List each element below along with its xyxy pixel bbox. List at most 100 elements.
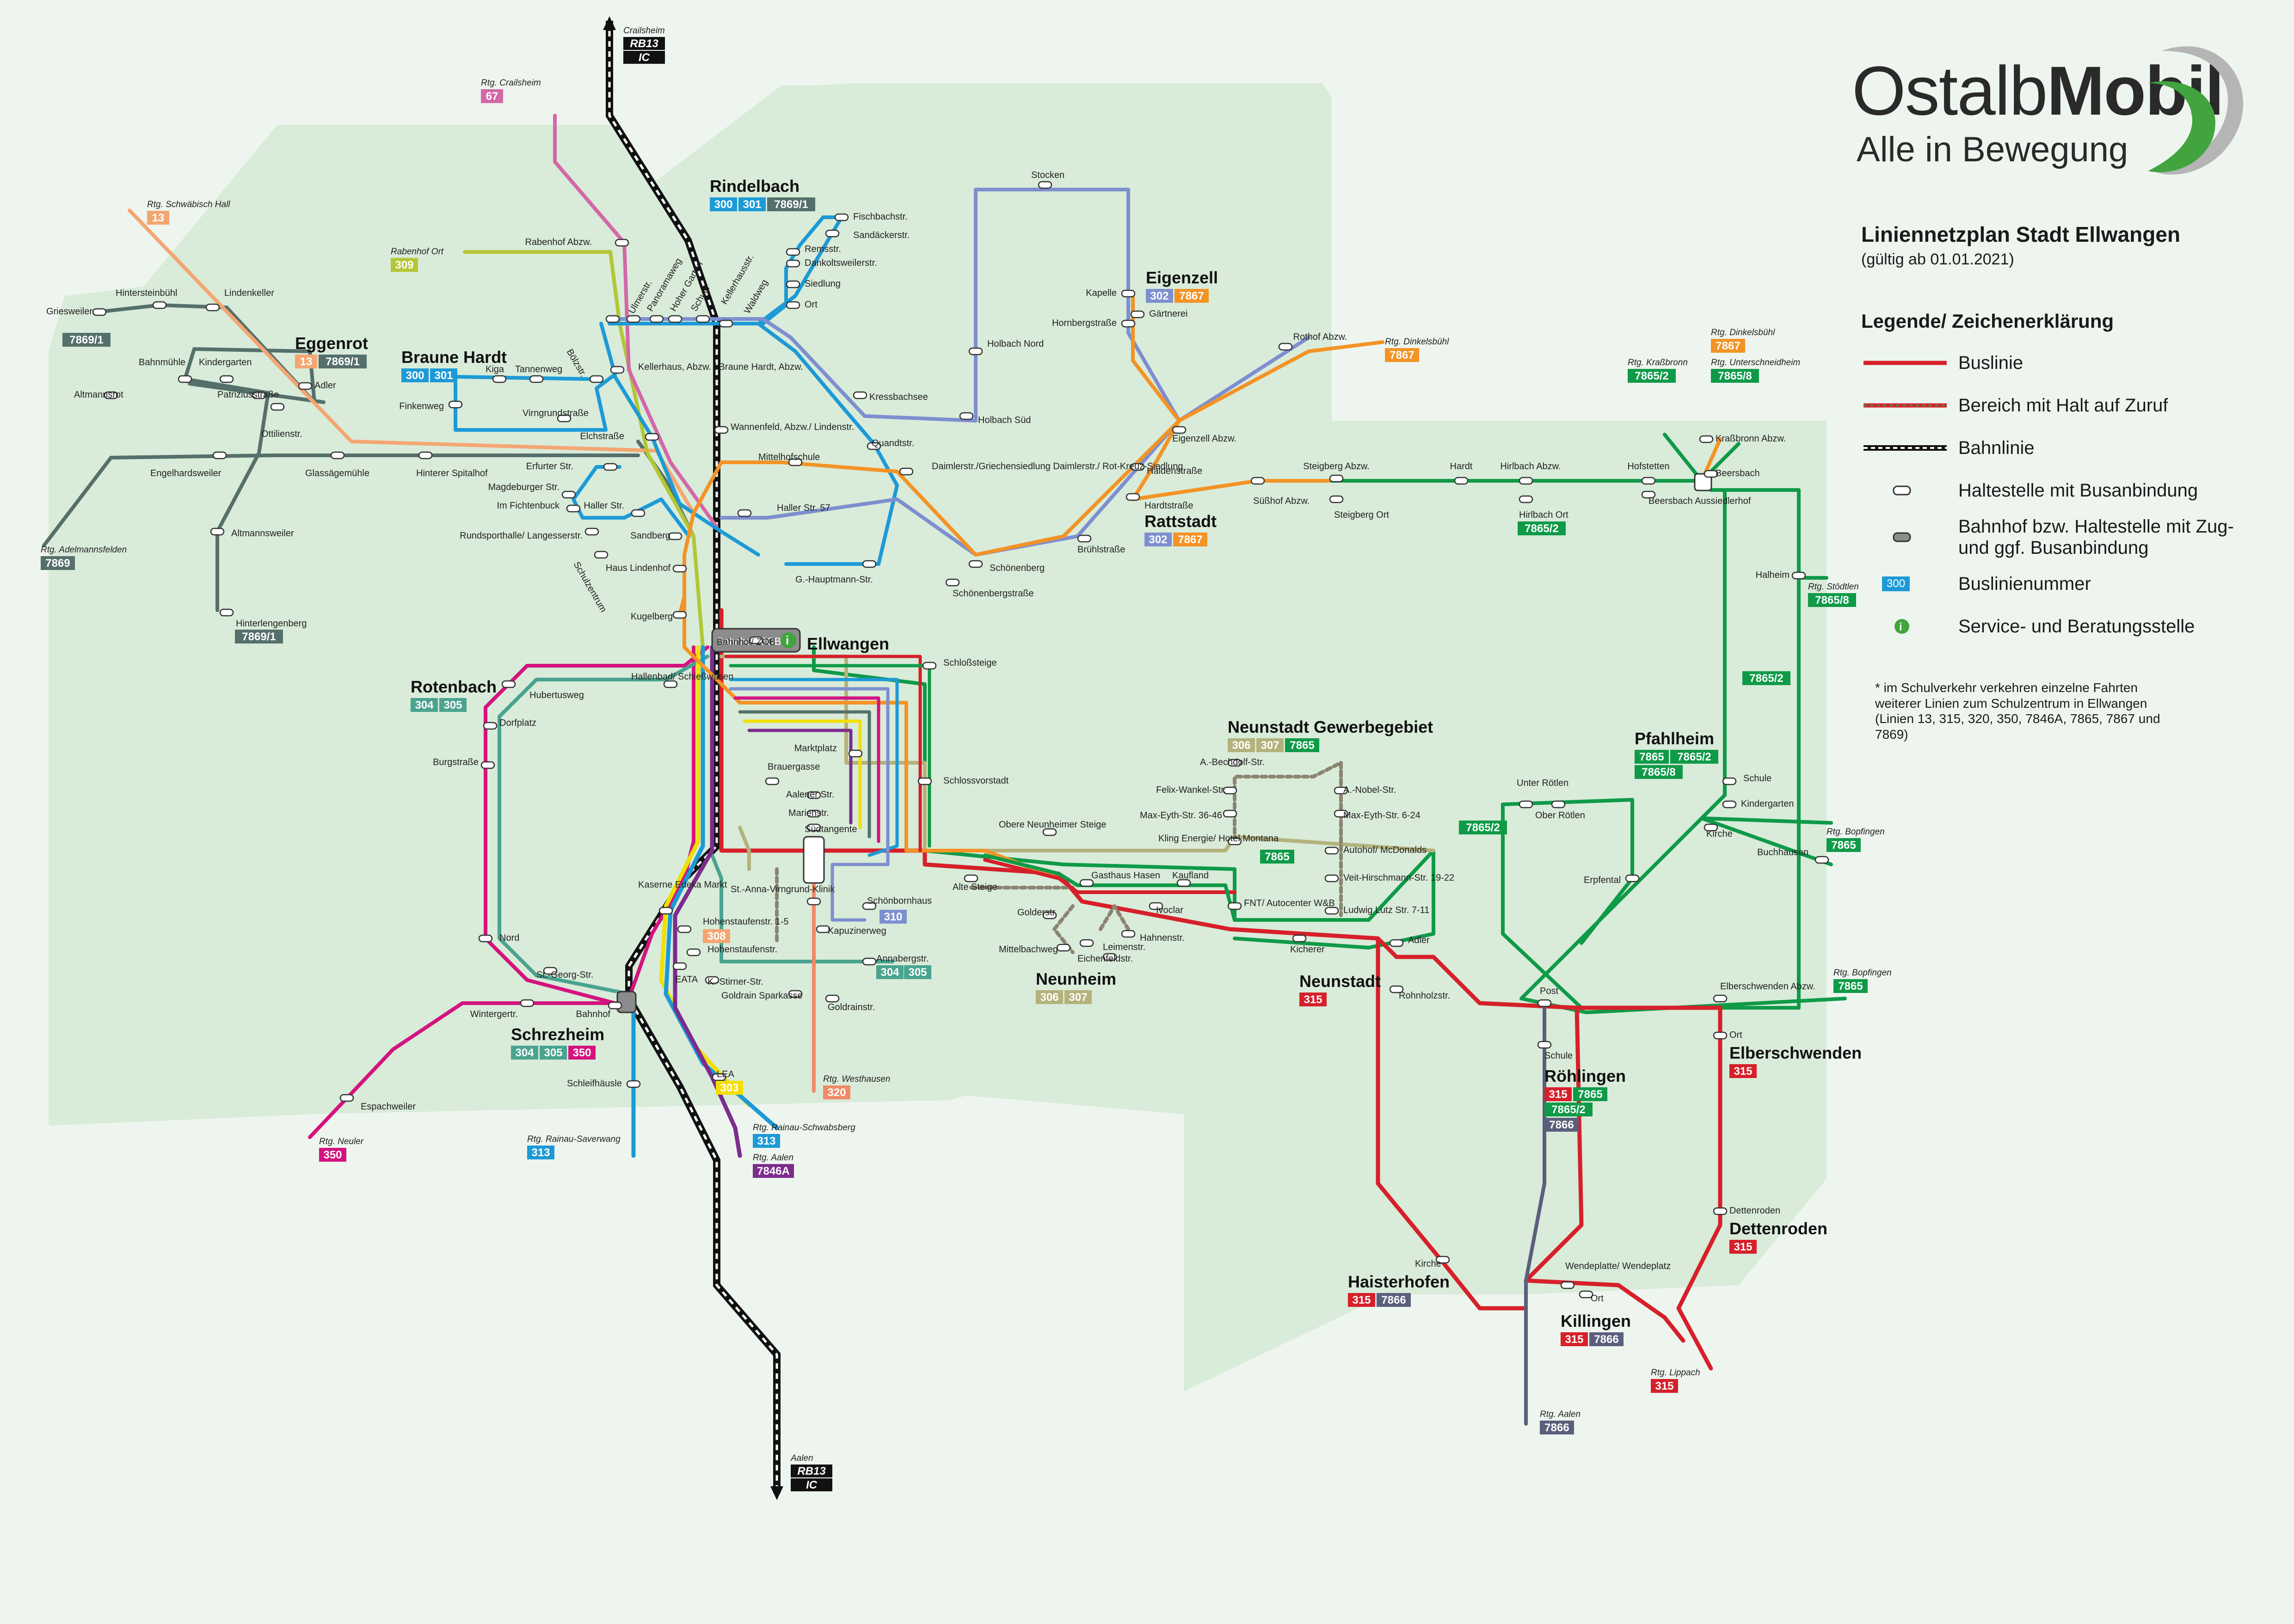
stop-beersbach-aussiedlerhof[interactable]: Beersbach Aussiedlerhof [1641, 490, 1751, 506]
stop-g-hauptmann-str[interactable]: G.-Hauptmann-Str. [795, 560, 877, 585]
stop-wannenfeld-abzw-lindenstr[interactable]: Wannenfeld, Abzw./ Lindenstr. [714, 422, 854, 434]
stop-stocken[interactable]: Stocken [1031, 170, 1064, 189]
stop-goldrainstr[interactable]: Goldrainstr. [825, 994, 875, 1012]
stop-ober-r-tlen[interactable]: Ober Rötlen [1535, 800, 1585, 821]
stop-hubertusweg[interactable]: Hubertusweg [501, 680, 584, 700]
stop-hinterlengenberg[interactable]: Hinterlengenberg [219, 608, 307, 629]
stop-kaserne-edeka-markt[interactable]: Kaserne Edeka Markt [638, 880, 727, 915]
stop-hirlbach-abzw[interactable]: Hirlbach Abzw. [1500, 461, 1561, 485]
stop-a-bechdolf-str[interactable]: A.-Bechdolf-Str. [1200, 757, 1265, 767]
stop-lea[interactable]: LEA [712, 1069, 734, 1081]
stop-sch-nbornhaus[interactable]: Schönbornhaus [862, 896, 932, 910]
stop-hinterer-spitalhof[interactable]: Hinterer Spitalhof [416, 451, 488, 478]
stop-leimenstr[interactable]: Leimenstr. [1079, 939, 1145, 952]
stop-bahnhof[interactable]: Bahnhof [576, 1001, 622, 1019]
stop-elchstra-e[interactable]: Elchstraße [580, 431, 659, 441]
stop-kindergarten[interactable]: Kindergarten [1722, 799, 1794, 809]
stop-dankoltsweilerstr[interactable]: Dankoltsweilerstr. [786, 258, 877, 268]
stop-schleifh-usle[interactable]: Schleifhäusle [567, 1079, 641, 1089]
stop-hohenstaufenstr-1-5[interactable]: Hohenstaufenstr. 1-5 [677, 917, 789, 933]
stop-hornbergstra-e[interactable]: Hornbergstraße [1052, 318, 1136, 328]
stop-finkenweg[interactable]: Finkenweg [399, 400, 463, 411]
stop-kling-energie-hotel-montana[interactable]: Kling Energie/ Hotel Montana [1158, 833, 1279, 846]
stop-burgstra-e[interactable]: Burgstraße [433, 757, 495, 769]
stop-holbach-nord[interactable]: Holbach Nord [968, 339, 1044, 355]
stop-alte-steige[interactable]: Alte Steige [953, 874, 997, 892]
stop-steigberg-ort[interactable]: Steigberg Ort [1329, 495, 1389, 520]
stop-rabenhof-abzw[interactable]: Rabenhof Abzw. [525, 237, 629, 247]
stop-k-stirner-str[interactable]: K.-Stirner-Str. [705, 976, 763, 987]
stop-post[interactable]: Post [1537, 986, 1558, 1007]
stop-marktplatz[interactable]: Marktplatz [794, 743, 863, 758]
stop-rothof-abzw[interactable]: Rothof Abzw. [1278, 332, 1347, 351]
stop-dorfplatz[interactable]: Dorfplatz [483, 718, 536, 730]
stop-ort[interactable]: Ort [786, 300, 818, 310]
stop-schule[interactable]: Schule [1722, 773, 1771, 785]
stop-steigberg-abzw[interactable]: Steigberg Abzw. [1303, 461, 1370, 483]
stop-beersbach[interactable]: Beersbach [1704, 468, 1760, 478]
stop-im-fichtenbuck[interactable]: Im Fichtenbuck [497, 501, 581, 513]
stop-erfurter-str[interactable]: Erfurter Str. [526, 461, 618, 472]
stop-hardt[interactable]: Hardt [1450, 461, 1473, 485]
stop-g-rtnerei[interactable]: Gärtnerei [1130, 309, 1187, 319]
stop-hohenstaufenstr[interactable]: Hohenstaufenstr. [686, 944, 777, 956]
stop-goldrain-sparkasse[interactable]: Goldrain Sparkasse [721, 990, 803, 1001]
stop-hofstetten[interactable]: Hofstetten [1627, 461, 1670, 485]
stop-bahnm-hle[interactable]: Bahnmühle [139, 357, 192, 383]
stop-hardtstra-e[interactable]: Hardtstraße [1125, 493, 1193, 511]
stop-max-eyth-str-36-46[interactable]: Max-Eyth-Str. 36-46 [1140, 809, 1237, 821]
stop-adler[interactable]: Adler [1389, 935, 1430, 947]
stop-daimlerstr-griechensiedlung-daimlerstr-rot-kreuz-siedlung[interactable]: Daimlerstr./Griechensiedlung Daimlerstr.… [899, 461, 1183, 476]
stop-obere-neunheimer-steige[interactable]: Obere Neunheimer Steige [999, 820, 1106, 836]
stop-tannenweg[interactable]: Tannenweg [515, 364, 562, 383]
stop-annabergstr[interactable]: Annabergstr. [862, 954, 929, 966]
stop-eichenfeldstr[interactable]: Eichenfeldstr. [1077, 953, 1133, 964]
stop-holbach-s-d[interactable]: Holbach Süd [959, 412, 1031, 425]
stop-hallenbad-schie-wasen[interactable]: Hallenbad/ Schießwasen [631, 672, 733, 688]
stop-fnt-autocenter-w-b[interactable]: FNT/ Autocenter W&B [1227, 898, 1335, 910]
stop-quandtstr[interactable]: Quandtstr. [867, 438, 914, 450]
stop-br-hlstra-e[interactable]: Brühlstraße [1077, 534, 1125, 555]
stop-kapuzinerweg[interactable]: Kapuzinerweg [816, 925, 886, 936]
stop-siedlung[interactable]: Siedlung [786, 279, 841, 289]
stop-erpfental[interactable]: Erpfental [1584, 874, 1640, 885]
stop-griesweiler[interactable]: Griesweiler [46, 306, 107, 317]
stop-fischbachstr[interactable]: Fischbachstr. [834, 212, 908, 222]
stop-marienstr[interactable]: Marienstr. [788, 808, 829, 818]
stop-sch-nenberg[interactable]: Schönenberg [968, 560, 1045, 573]
service-info-icon[interactable] [781, 632, 796, 648]
stop-kressbachsee[interactable]: Kressbachsee [853, 391, 928, 402]
stop-haus-lindenhof[interactable]: Haus Lindenhof [606, 563, 687, 573]
stop-kaufland[interactable]: Kaufland [1172, 870, 1209, 887]
stop-kapelle[interactable]: Kapelle [1086, 288, 1136, 298]
stop-schlo-steige[interactable]: Schloßsteige [922, 658, 997, 670]
stop-virngrundstra-e[interactable]: Virngrundstraße [523, 408, 589, 423]
stop-dettenroden[interactable]: Dettenroden [1713, 1206, 1780, 1216]
beersbach-hub[interactable] [1694, 473, 1712, 491]
stop-ort[interactable]: Ort [1713, 1030, 1742, 1040]
stop-hahnenstr[interactable]: Hahnenstr. [1121, 930, 1185, 943]
stop-wendeplatte-wendeplatz[interactable]: Wendeplatte/ Wendeplatz [1560, 1261, 1671, 1289]
stop-engelhardsweiler[interactable]: Engelhardsweiler [150, 451, 227, 478]
stop-s-hof-abzw[interactable]: Süßhof Abzw. [1250, 477, 1310, 506]
stop-remsstr[interactable]: Remsstr. [786, 244, 841, 256]
stop-veit-hirschmann-str-19-22[interactable]: Veit-Hirschmann-Str. 19-22 [1324, 873, 1454, 883]
stop-aalener-str[interactable]: Aalener Str. [786, 790, 835, 800]
stop-kirche[interactable]: Kirche [1704, 823, 1733, 839]
stop-hintersteinb-hl[interactable]: Hintersteinbühl [116, 288, 177, 309]
stop-sch-nenbergstra-e[interactable]: Schönenbergstraße [945, 578, 1034, 599]
stop-ort[interactable]: Ort [1579, 1290, 1604, 1304]
stop-rohnholzstr[interactable]: Rohnholzstr. [1389, 985, 1450, 1001]
stop-altmannsrot[interactable]: Altmannsrot [74, 390, 123, 400]
stop-max-eyth-str-6-24[interactable]: Max-Eyth-Str. 6-24 [1334, 809, 1421, 821]
stop-kicherer[interactable]: Kicherer [1290, 934, 1325, 955]
stop-kellerhaus-abzw-braune-hardt-abzw[interactable]: Kellerhaus, Abzw. / Braune Hardt, Abzw. [610, 362, 803, 374]
stop-patriziusstra-e[interactable]: Patriziusstraße [217, 390, 279, 400]
stop-st-georg-str[interactable]: St.-Georg-Str. [536, 967, 593, 980]
stop-st-anna-virngrund-klinik[interactable]: St.-Anna-Virngrund-Klinik [731, 884, 835, 906]
stop-ottilienstr[interactable]: Ottilienstr. [261, 403, 302, 439]
stop-adler[interactable]: Adler [298, 380, 336, 391]
stop-kindergarten[interactable]: Kindergarten [199, 357, 252, 383]
stop-golderstr[interactable]: Golderstr. [1017, 907, 1058, 919]
bahnhof-schrezheim-stop[interactable] [616, 991, 637, 1013]
